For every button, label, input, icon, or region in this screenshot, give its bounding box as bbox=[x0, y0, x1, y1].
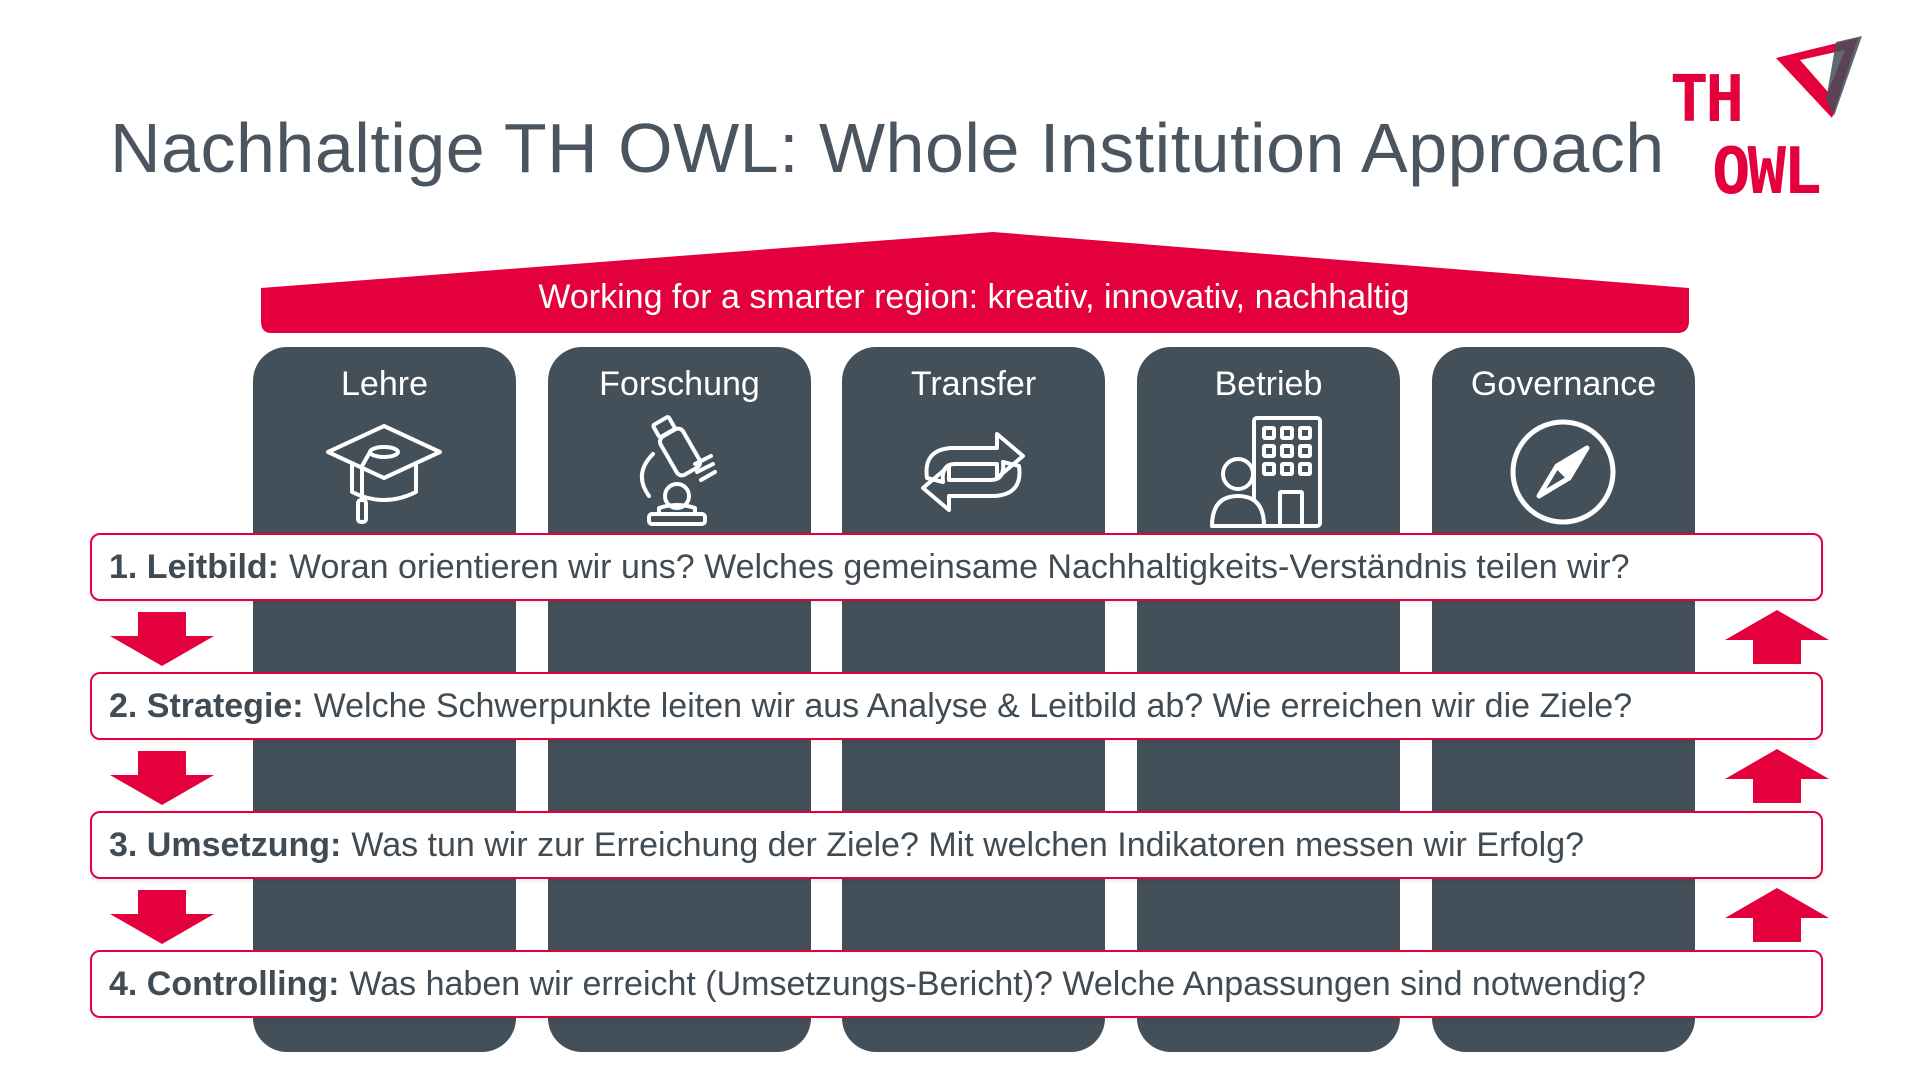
arrow-down-icon bbox=[110, 890, 214, 944]
step-text: Was haben wir erreicht (Umsetzungs-Beric… bbox=[349, 964, 1646, 1003]
pillar-label: Lehre bbox=[341, 365, 428, 403]
pillar-label: Betrieb bbox=[1214, 365, 1323, 403]
step-title: 3. Umsetzung: bbox=[109, 825, 342, 864]
pillar-label: Governance bbox=[1470, 365, 1657, 403]
compass-icon bbox=[1510, 419, 1616, 525]
step-row-leitbild: 1. Leitbild: Woran orientieren wir uns? … bbox=[90, 533, 1823, 601]
logo-triangle-mark bbox=[1776, 36, 1862, 118]
arrow-up-icon bbox=[1725, 749, 1829, 803]
cycle-arrows-icon bbox=[921, 432, 1025, 512]
page-title: Nachhaltige TH OWL: Whole Institution Ap… bbox=[110, 109, 1665, 187]
logo-text-th: TH bbox=[1670, 63, 1744, 137]
step-text: Welche Schwerpunkte leiten wir aus Analy… bbox=[313, 686, 1633, 725]
step-title: 1. Leitbild: bbox=[109, 547, 279, 586]
arrow-down-icon bbox=[110, 751, 214, 805]
arrow-up-icon bbox=[1725, 888, 1829, 942]
roof-banner-text: Working for a smarter region: kreativ, i… bbox=[538, 278, 1410, 316]
building-person-icon bbox=[1210, 416, 1322, 528]
pillar-label: Forschung bbox=[599, 365, 760, 403]
step-row-umsetzung: 3. Umsetzung: Was tun wir zur Erreichung… bbox=[90, 811, 1823, 879]
roof-banner bbox=[261, 232, 1689, 333]
step-text: Woran orientieren wir uns? Welches gemei… bbox=[289, 547, 1630, 586]
graduation-cap-icon bbox=[326, 424, 442, 524]
step-title: 2. Strategie: bbox=[109, 686, 304, 725]
step-title: 4. Controlling: bbox=[109, 964, 340, 1003]
step-row-strategie: 2. Strategie: Welche Schwerpunkte leiten… bbox=[90, 672, 1823, 740]
step-row-controlling: 4. Controlling: Was haben wir erreicht (… bbox=[90, 950, 1823, 1018]
step-text: Was tun wir zur Erreichung der Ziele? Mi… bbox=[351, 825, 1585, 864]
th-owl-logo: TH OWL bbox=[1670, 30, 1870, 210]
arrow-up-icon bbox=[1725, 610, 1829, 664]
microscope-icon bbox=[640, 415, 717, 526]
pillar-label: Transfer bbox=[910, 365, 1037, 403]
logo-text-owl: OWL bbox=[1712, 135, 1822, 209]
arrow-down-icon bbox=[110, 612, 214, 666]
